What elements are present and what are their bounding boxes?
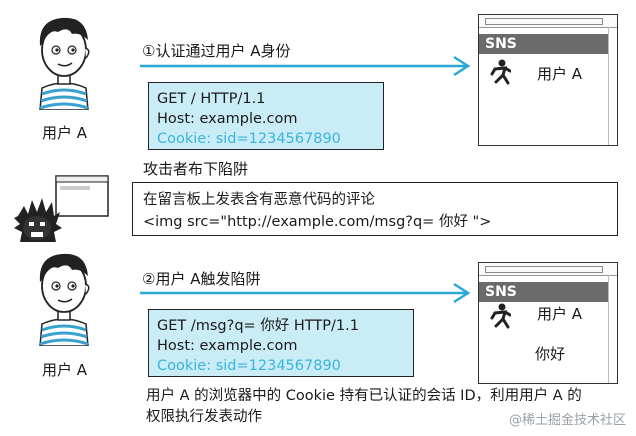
browser2-user: 用户 A [537, 305, 583, 323]
explanation-text: 用户 A 的浏览器中的 Cookie 持有已认证的会话 ID，利用用户 A 的 … [146, 386, 582, 428]
request1-line2: Host: example.com [157, 111, 298, 127]
runner-icon [490, 59, 511, 85]
user-a-label: 用户 A [42, 124, 88, 142]
watermark: @稀土掘金技术社区 [508, 413, 626, 428]
request2-box: GET /msg?q= 你好 HTTP/1.1 Host: example.co… [148, 309, 414, 377]
comment-code: <img src="http://example.com/msg?q= 你好 "… [143, 214, 492, 230]
request1-line1: GET / HTTP/1.1 [157, 91, 266, 107]
request2-cookie: Cookie: sid=1234567890 [157, 358, 341, 374]
arrow-step2 [140, 282, 471, 304]
sns-browser-window-1: SNS 用户 A [478, 14, 618, 146]
scrollbar [608, 27, 617, 145]
comment-line1: 在留言板上发表含有恶意代码的评论 [143, 192, 375, 208]
step2-caption: ②用户 A触发陷阱 [142, 270, 261, 288]
malicious-comment-box: 在留言板上发表含有恶意代码的评论 <img src="http://exampl… [132, 182, 618, 236]
browser-chrome [479, 263, 617, 276]
sns-header: SNS [479, 282, 609, 302]
request2-line2: Host: example.com [157, 338, 298, 354]
arrow-step1 [140, 55, 471, 77]
browser1-user: 用户 A [537, 65, 583, 83]
browser2-message: 你好 [535, 345, 566, 363]
explanation-line2: 权限执行发表动作 [146, 409, 262, 425]
browser-chrome [479, 15, 617, 28]
user-a-label-2: 用户 A [42, 361, 88, 379]
user-a-icon-2 [39, 253, 90, 346]
explanation-line1: 用户 A 的浏览器中的 Cookie 持有已认证的会话 ID，利用用户 A 的 [146, 388, 582, 404]
scrollbar [608, 275, 617, 383]
attacker-caption: 攻击者布下陷阱 [143, 160, 249, 178]
user-a-icon [39, 17, 90, 110]
attacker-icon [14, 175, 109, 242]
step1-caption: ①认证通过用户 A身份 [142, 42, 291, 60]
request1-cookie: Cookie: sid=1234567890 [157, 131, 341, 147]
sns-browser-window-2: SNS 用户 A 你好 [478, 262, 618, 384]
request1-box: GET / HTTP/1.1 Host: example.com Cookie:… [148, 82, 384, 150]
runner-icon [490, 303, 511, 329]
sns-header: SNS [479, 34, 609, 54]
request2-line1: GET /msg?q= 你好 HTTP/1.1 [157, 318, 359, 334]
